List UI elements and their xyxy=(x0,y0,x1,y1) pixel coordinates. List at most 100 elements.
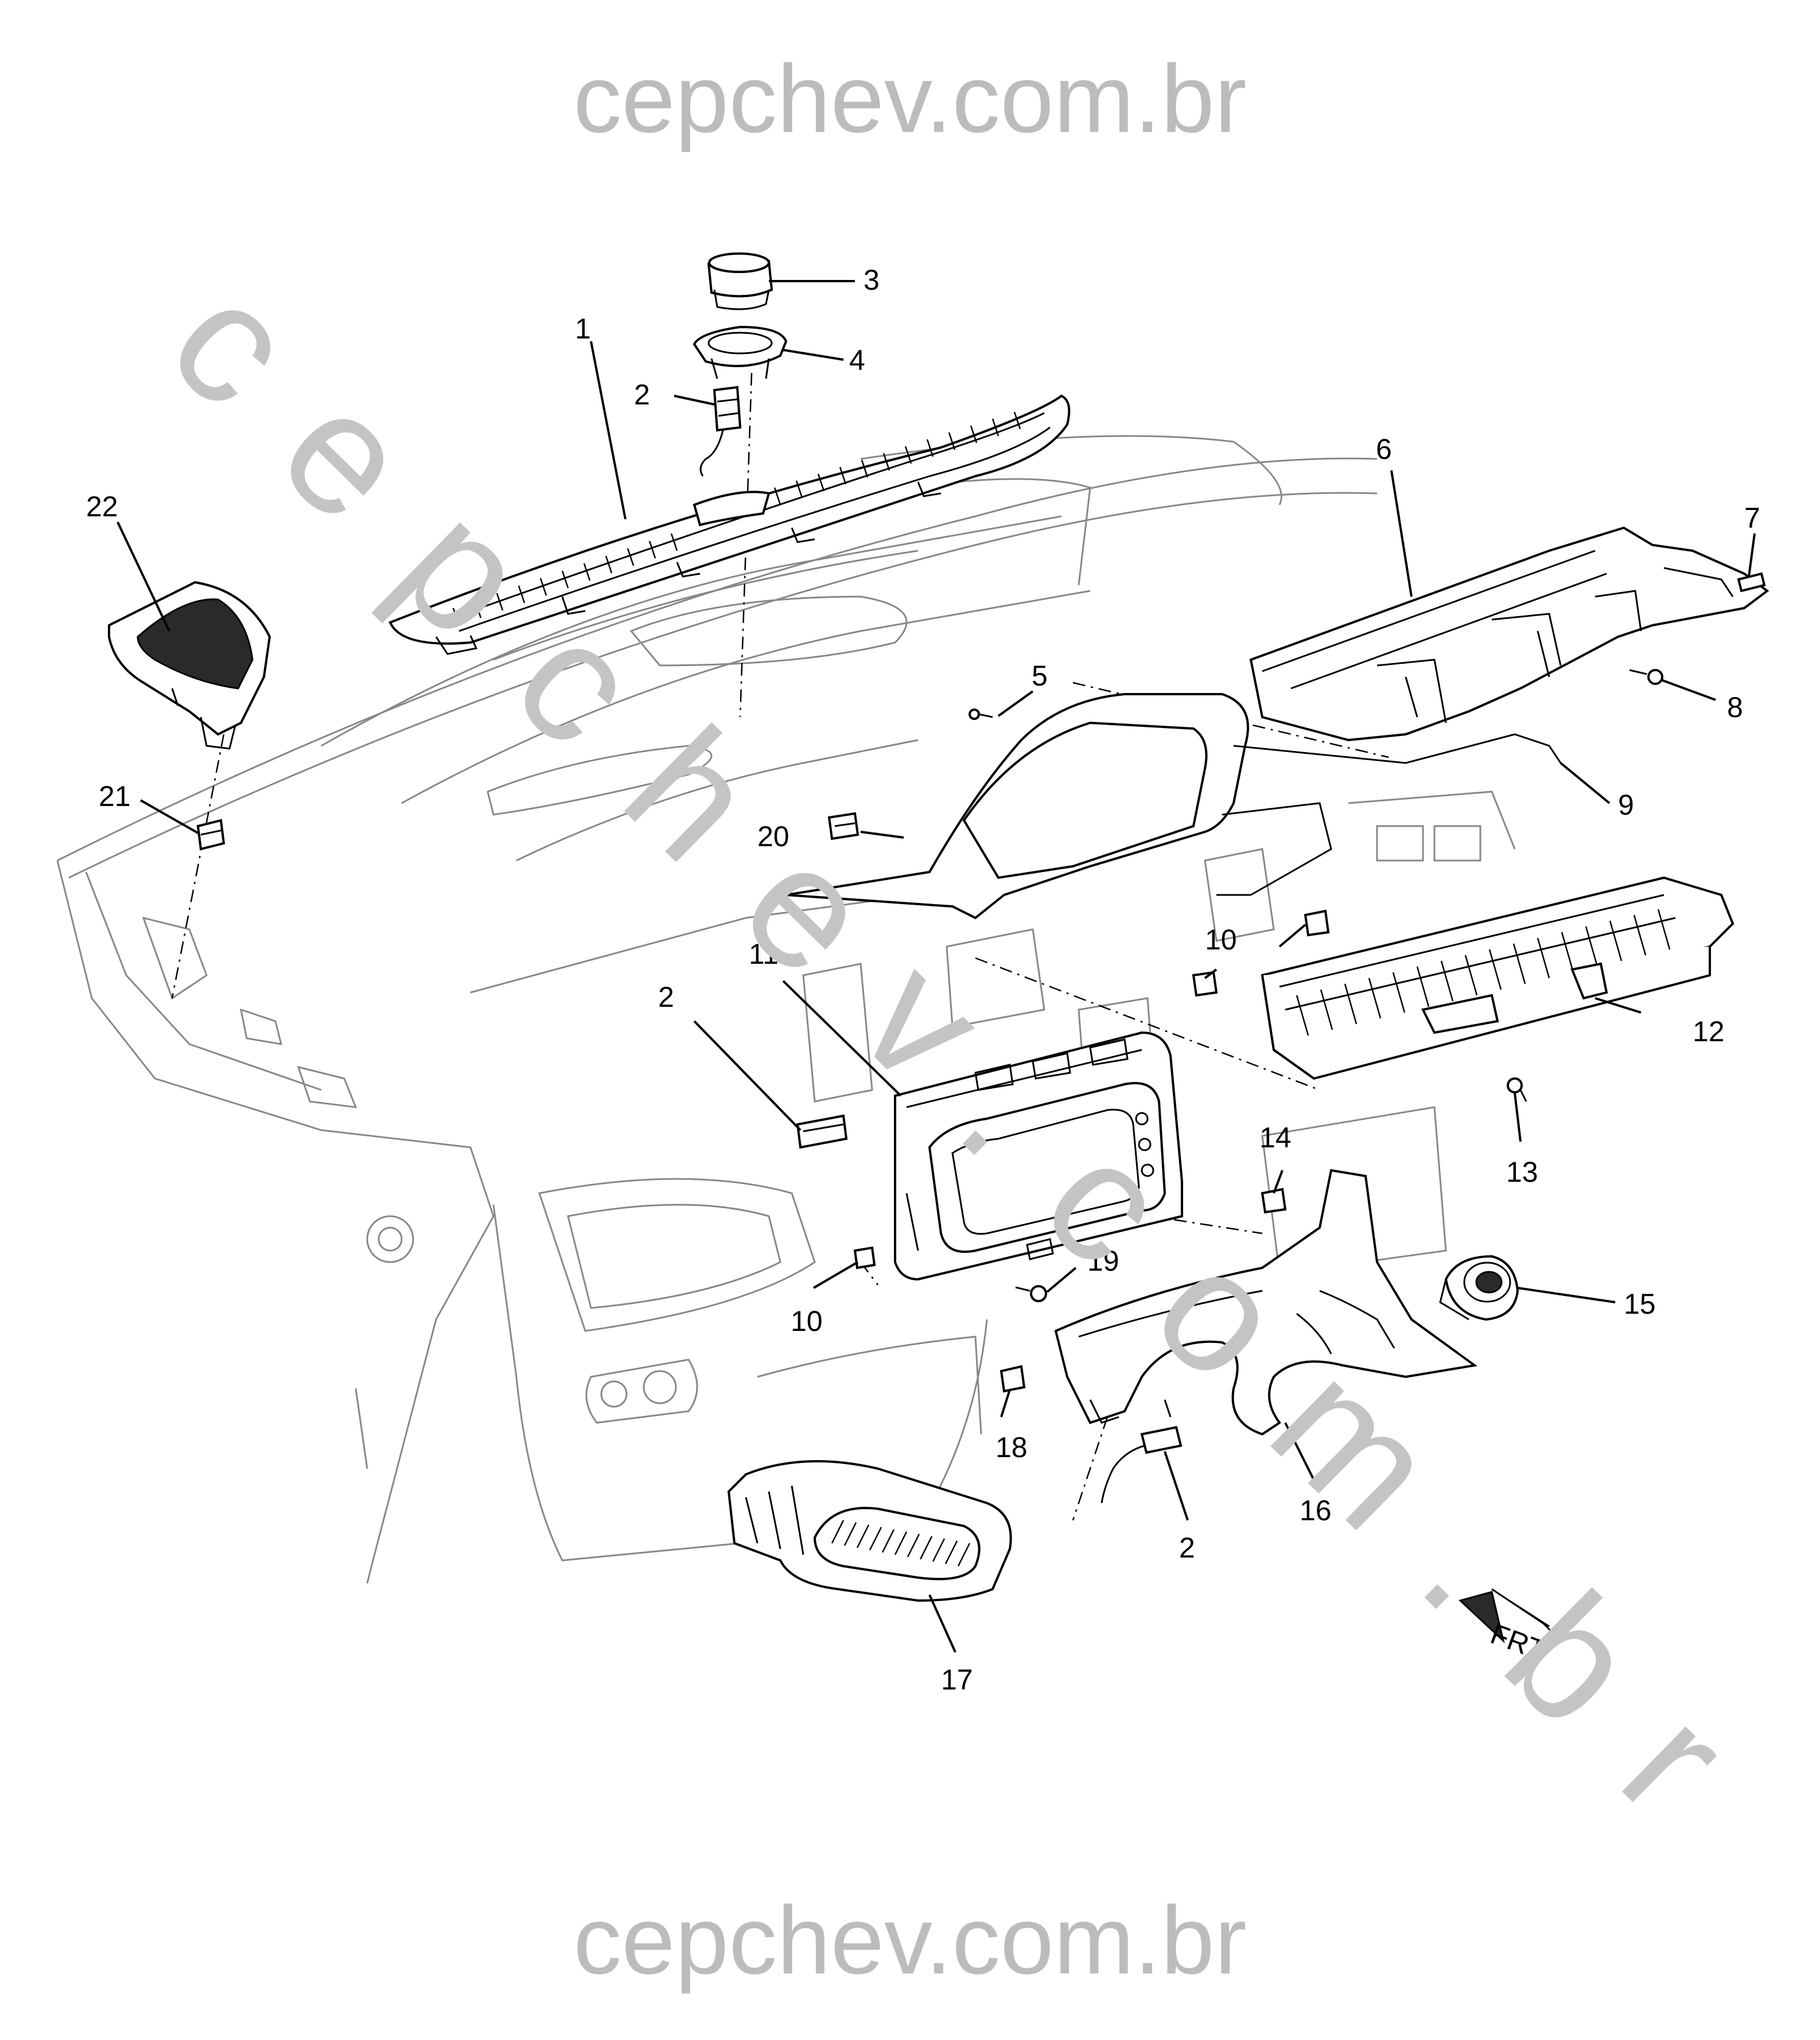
grille-slat xyxy=(932,1538,946,1562)
callout-4: 4 xyxy=(849,344,865,376)
callout-20: 20 xyxy=(757,820,790,852)
part-20-clip xyxy=(827,812,860,840)
grille-slat xyxy=(948,432,956,450)
callout-labels: 1 2 3 4 5 6 7 8 9 10 10 11 12 2 13 14 15… xyxy=(86,264,1760,1696)
callout-12: 12 xyxy=(1693,1015,1725,1048)
grille-slat xyxy=(1537,937,1550,979)
grille-slat xyxy=(869,1527,882,1551)
callout-10-lower: 10 xyxy=(791,1305,823,1337)
grille-slat xyxy=(474,600,482,618)
grille-slat xyxy=(583,563,591,581)
grille-slat xyxy=(991,418,1000,437)
part-8-screw xyxy=(1629,669,1663,685)
part-2-connector-lower xyxy=(1100,1426,1183,1504)
front-direction-marker: FRT xyxy=(1459,1588,1562,1667)
grille-slat xyxy=(1464,955,1478,996)
callout-5: 5 xyxy=(1032,660,1048,692)
part-7-clip xyxy=(1737,572,1766,593)
part-16-lower-bezel xyxy=(1054,1169,1478,1436)
part-2-connector-top xyxy=(699,386,742,477)
grille-slat xyxy=(882,453,890,471)
callout-7: 7 xyxy=(1744,502,1760,534)
grille-slat xyxy=(817,473,825,492)
part-21-clip xyxy=(196,819,225,851)
callout-8: 8 xyxy=(1727,691,1743,723)
grille-slat xyxy=(1344,983,1358,1025)
callout-22: 22 xyxy=(86,490,118,523)
callout-1: 1 xyxy=(575,313,591,345)
part-10-clip-upper xyxy=(1192,909,1330,997)
grille-slat xyxy=(670,533,678,551)
grille-slat xyxy=(1368,978,1382,1019)
part-17-side-vent xyxy=(727,1460,1012,1602)
callout-17: 17 xyxy=(941,1664,973,1696)
part-19-screw xyxy=(1015,1285,1047,1302)
grille-slat xyxy=(1609,920,1623,961)
grille-slat xyxy=(1585,926,1599,967)
callout-10-upper: 10 xyxy=(1205,924,1237,956)
grille-slat xyxy=(795,480,803,499)
watermark-top: cepchev.com.br xyxy=(573,45,1246,153)
grille-slat xyxy=(843,1522,857,1546)
front-arrow-icon xyxy=(1459,1591,1505,1644)
grille-slat xyxy=(926,439,934,457)
grille-slat xyxy=(839,466,847,485)
grille-slat xyxy=(894,1531,908,1555)
grille-slat xyxy=(1013,411,1021,430)
grille-slat xyxy=(919,1536,933,1560)
callout-2-top: 2 xyxy=(634,379,650,411)
part-5-pin xyxy=(969,708,993,720)
callout-21: 21 xyxy=(99,780,131,812)
grille-slat xyxy=(907,1533,920,1558)
part-11-instrument-cluster xyxy=(894,1031,1183,1281)
callout-6: 6 xyxy=(1376,433,1392,465)
grille-slat xyxy=(627,548,635,566)
part-22-speaker-grille xyxy=(108,581,271,750)
grille-slat xyxy=(1440,960,1454,1002)
grille-slat xyxy=(957,1543,971,1567)
part-10-clip-lower xyxy=(853,1246,876,1270)
part-12-center-vent xyxy=(1261,876,1735,1080)
part-4-sensor-bezel xyxy=(693,325,788,379)
callout-2-lower: 2 xyxy=(1179,1532,1195,1564)
watermark-bottom: cepchev.com.br xyxy=(573,1886,1246,1994)
part-6-bracket xyxy=(1249,526,1770,742)
grille-slat xyxy=(1320,989,1333,1030)
grille-slat xyxy=(1633,914,1647,956)
callout-3: 3 xyxy=(864,264,880,296)
part-1-defroster-grille xyxy=(388,394,1071,655)
grille-slat xyxy=(605,555,613,574)
part-13-screw xyxy=(1507,1077,1527,1102)
grille-slat xyxy=(831,1520,845,1544)
grille-slat xyxy=(1392,972,1406,1013)
grille-slat xyxy=(904,446,912,464)
callout-2-mid: 2 xyxy=(658,981,674,1013)
grille-slat xyxy=(496,593,504,611)
grille-slat xyxy=(1416,966,1430,1007)
grille-slat xyxy=(861,460,869,478)
leader-lines xyxy=(116,280,1756,1653)
callout-19: 19 xyxy=(1087,1245,1119,1277)
grille-slat xyxy=(1657,909,1671,950)
grille-slat xyxy=(452,608,460,626)
part-18-clip xyxy=(1000,1365,1026,1393)
callout-18: 18 xyxy=(995,1431,1028,1463)
grille-slat xyxy=(970,425,978,443)
grille-slat xyxy=(1488,949,1502,990)
callout-14: 14 xyxy=(1259,1122,1292,1154)
part-2-connector-mid xyxy=(796,1114,848,1149)
grille-slat xyxy=(856,1524,870,1548)
grille-slat xyxy=(773,487,781,505)
grille-slat xyxy=(1561,932,1574,973)
grille-slat xyxy=(539,578,547,596)
callout-13: 13 xyxy=(1506,1156,1538,1188)
grille-slat xyxy=(648,540,656,559)
grille-slat xyxy=(561,570,569,589)
callout-9: 9 xyxy=(1618,789,1634,821)
grille-slat xyxy=(1296,995,1309,1036)
grille-slat xyxy=(518,585,526,604)
part-3-sensor xyxy=(707,252,773,310)
callout-16: 16 xyxy=(1300,1494,1332,1527)
grille-slat xyxy=(944,1540,958,1564)
